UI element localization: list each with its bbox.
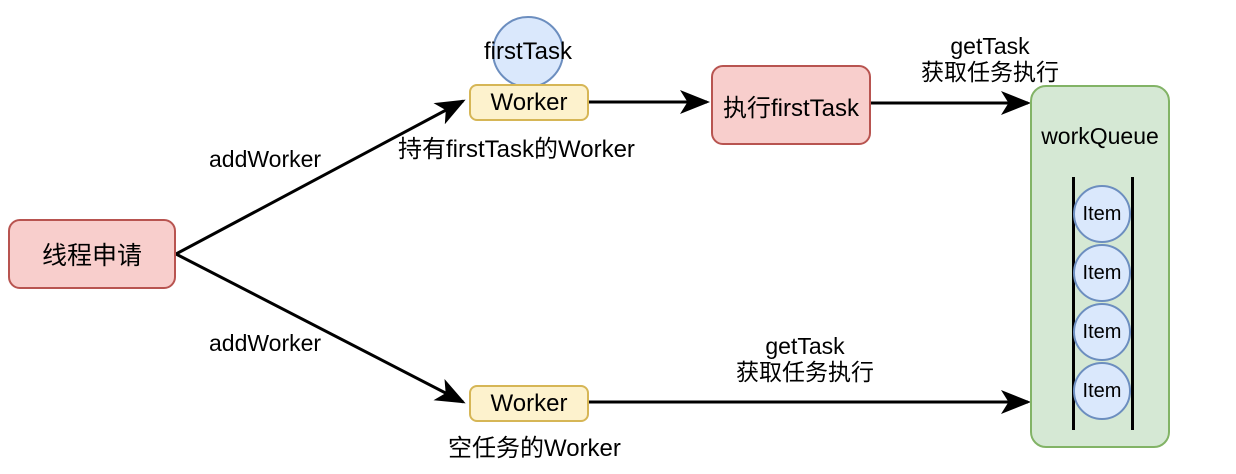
queue-item-label: Item xyxy=(1082,320,1122,343)
queue-item[interactable]: Item xyxy=(1073,244,1131,302)
node-worker-with-firsttask[interactable]: Worker xyxy=(469,84,589,121)
queue-item-label: Item xyxy=(1082,379,1122,402)
caption-worker-with-firsttask: 持有firstTask的Worker xyxy=(398,136,635,163)
edge-addworker-bottom xyxy=(175,252,466,404)
node-thread-request[interactable]: 线程申请 xyxy=(8,219,176,289)
node-work-queue-label: workQueue xyxy=(1041,123,1159,149)
node-thread-request-label: 线程申请 xyxy=(41,242,142,270)
edge-label-addworker-bottom: addWorker xyxy=(209,330,322,356)
node-exec-first-task[interactable]: 执行firstTask xyxy=(711,65,871,145)
edge-label-gettask-top-line1: getTask xyxy=(950,33,1030,59)
node-work-queue[interactable]: workQueue Item Item Item Item xyxy=(1030,85,1170,448)
queue-rail-right xyxy=(1131,177,1134,430)
edge-addworker-top xyxy=(175,99,466,256)
edge-label-gettask-top-line2: 获取任务执行 xyxy=(921,59,1059,86)
node-first-task-circle[interactable]: firstTask xyxy=(484,16,572,88)
queue-item-label: Item xyxy=(1082,202,1122,225)
node-worker-with-firsttask-label: Worker xyxy=(490,88,568,116)
node-first-task-label: firstTask xyxy=(484,38,573,65)
queue-item[interactable]: Item xyxy=(1073,185,1131,243)
node-exec-first-task-label: 执行firstTask xyxy=(722,94,859,122)
node-worker-empty-label: Worker xyxy=(490,389,568,417)
queue-item[interactable]: Item xyxy=(1073,303,1131,361)
queue-rail-left xyxy=(1072,177,1075,430)
node-worker-empty[interactable]: Worker xyxy=(469,385,589,422)
edge-label-addworker-top: addWorker xyxy=(209,146,322,172)
caption-worker-empty: 空任务的Worker xyxy=(448,435,621,462)
edge-label-gettask-bottom-line1: getTask xyxy=(765,333,845,359)
queue-item-label: Item xyxy=(1082,261,1122,284)
edge-label-gettask-bottom-line2: 获取任务执行 xyxy=(736,359,874,386)
edge-label-gettask-top: getTask 获取任务执行 xyxy=(892,33,1088,86)
edge-label-gettask-bottom: getTask 获取任务执行 xyxy=(707,333,903,386)
queue-item[interactable]: Item xyxy=(1073,362,1131,420)
